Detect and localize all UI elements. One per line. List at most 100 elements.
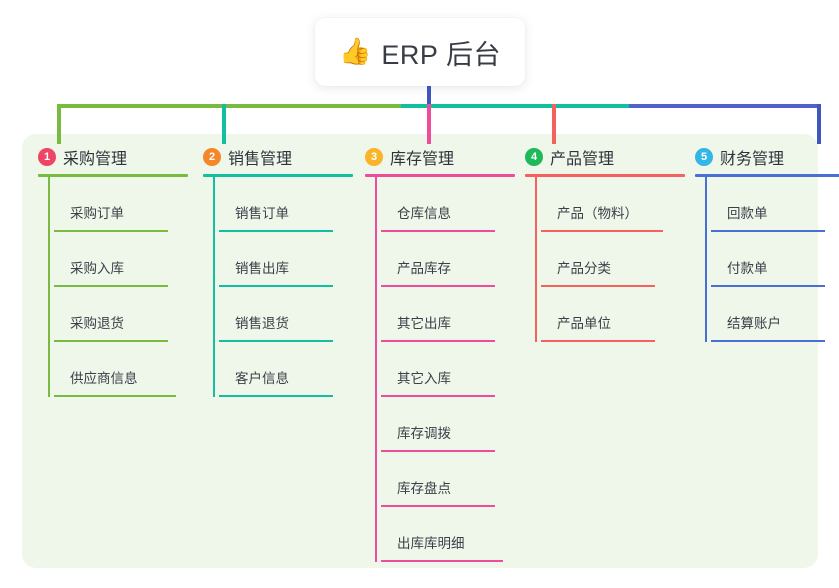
item-label: 销售出库 (235, 260, 289, 276)
item-rule (381, 340, 495, 342)
item-label: 付款单 (727, 260, 768, 276)
branch-header-1[interactable]: 1 采购管理 (38, 145, 188, 174)
item-rule (219, 395, 333, 397)
branch-title-4: 产品管理 (550, 151, 615, 168)
branch-items-2: 销售订单 销售出库 销售退货 客户信息 (203, 177, 353, 397)
item-rule (219, 230, 333, 232)
item-rule (541, 230, 663, 232)
list-item[interactable]: 其它出库 (381, 287, 515, 342)
item-label: 出库库明细 (397, 535, 465, 551)
list-item[interactable]: 付款单 (711, 232, 839, 287)
item-rule (711, 285, 825, 287)
branch-title-1: 采购管理 (63, 151, 128, 168)
item-label: 产品（物料） (557, 205, 638, 221)
branch-rule-5 (695, 174, 839, 177)
connector-drop-3 (427, 104, 431, 144)
branch-header-3[interactable]: 3 库存管理 (365, 145, 515, 174)
item-label: 产品分类 (557, 260, 611, 276)
branch-items-3: 仓库信息 产品库存 其它出库 其它入库 库存调拨 库存盘点 (365, 177, 515, 562)
branch-header-4[interactable]: 4 产品管理 (525, 145, 685, 174)
item-rule (711, 340, 825, 342)
list-item[interactable]: 库存盘点 (381, 452, 515, 507)
list-item[interactable]: 采购订单 (54, 177, 188, 232)
item-label: 结算账户 (727, 315, 781, 331)
item-rule (541, 340, 655, 342)
connector-bar-middle (399, 104, 629, 108)
branch-header-5[interactable]: 5 财务管理 (695, 145, 839, 174)
list-item[interactable]: 回款单 (711, 177, 839, 232)
branch-rule-1 (38, 174, 188, 177)
branch-items-4: 产品（物料） 产品分类 产品单位 (525, 177, 685, 342)
branch-column-4: 4 产品管理 产品（物料） 产品分类 产品单位 (525, 145, 685, 342)
item-label: 销售退货 (235, 315, 289, 331)
list-item[interactable]: 仓库信息 (381, 177, 515, 232)
branch-column-1: 1 采购管理 采购订单 采购入库 采购退货 供应商信息 (38, 145, 188, 397)
branch-items-5: 回款单 付款单 结算账户 (695, 177, 839, 342)
item-rule (54, 340, 168, 342)
branch-badge-4: 4 (525, 148, 543, 166)
item-rule (381, 505, 495, 507)
root-node[interactable]: 👍 ERP 后台 (315, 18, 525, 86)
branch-spine-2 (213, 177, 215, 397)
item-label: 采购入库 (70, 260, 124, 276)
item-rule (541, 285, 655, 287)
list-item[interactable]: 采购退货 (54, 287, 188, 342)
item-label: 库存调拨 (397, 425, 451, 441)
item-rule (54, 230, 168, 232)
branch-rule-3 (365, 174, 515, 177)
list-item[interactable]: 销售出库 (219, 232, 353, 287)
connector-drop-1 (57, 104, 61, 144)
item-label: 采购退货 (70, 315, 124, 331)
branch-title-5: 财务管理 (720, 151, 785, 168)
connector-drop-4 (552, 104, 556, 144)
item-rule (711, 230, 825, 232)
branch-rule-2 (203, 174, 353, 177)
branch-spine-4 (535, 177, 537, 342)
branch-spine-1 (48, 177, 50, 397)
branch-header-2[interactable]: 2 销售管理 (203, 145, 353, 174)
branch-badge-5: 5 (695, 148, 713, 166)
item-rule (54, 395, 176, 397)
item-label: 客户信息 (235, 370, 289, 386)
item-label: 销售订单 (235, 205, 289, 221)
item-rule (54, 285, 168, 287)
branch-rule-4 (525, 174, 685, 177)
item-label: 采购订单 (70, 205, 124, 221)
list-item[interactable]: 销售退货 (219, 287, 353, 342)
list-item[interactable]: 采购入库 (54, 232, 188, 287)
branch-title-3: 库存管理 (390, 151, 455, 168)
item-rule (381, 560, 503, 562)
list-item[interactable]: 产品单位 (541, 287, 685, 342)
list-item[interactable]: 结算账户 (711, 287, 839, 342)
branch-column-2: 2 销售管理 销售订单 销售出库 销售退货 客户信息 (203, 145, 353, 397)
item-label: 其它入库 (397, 370, 451, 386)
branch-badge-3: 3 (365, 148, 383, 166)
branch-badge-2: 2 (203, 148, 221, 166)
item-label: 回款单 (727, 205, 768, 221)
item-rule (381, 285, 495, 287)
list-item[interactable]: 产品库存 (381, 232, 515, 287)
connector-drop-5 (817, 104, 821, 144)
list-item[interactable]: 客户信息 (219, 342, 353, 397)
connector-bar-left (57, 104, 401, 108)
item-label: 产品单位 (557, 315, 611, 331)
item-label: 产品库存 (397, 260, 451, 276)
item-label: 供应商信息 (70, 370, 138, 386)
branch-spine-3 (375, 177, 377, 562)
list-item[interactable]: 销售订单 (219, 177, 353, 232)
item-rule (381, 395, 495, 397)
branch-column-3: 3 库存管理 仓库信息 产品库存 其它出库 其它入库 库存调拨 (365, 145, 515, 562)
item-label: 库存盘点 (397, 480, 451, 496)
branch-title-2: 销售管理 (228, 151, 293, 168)
list-item[interactable]: 产品分类 (541, 232, 685, 287)
list-item[interactable]: 库存调拨 (381, 397, 515, 452)
list-item[interactable]: 供应商信息 (54, 342, 188, 397)
connector-drop-2 (222, 104, 226, 144)
branch-items-1: 采购订单 采购入库 采购退货 供应商信息 (38, 177, 188, 397)
item-label: 仓库信息 (397, 205, 451, 221)
list-item[interactable]: 出库库明细 (381, 507, 515, 562)
list-item[interactable]: 其它入库 (381, 342, 515, 397)
item-rule (219, 285, 333, 287)
list-item[interactable]: 产品（物料） (541, 177, 685, 232)
